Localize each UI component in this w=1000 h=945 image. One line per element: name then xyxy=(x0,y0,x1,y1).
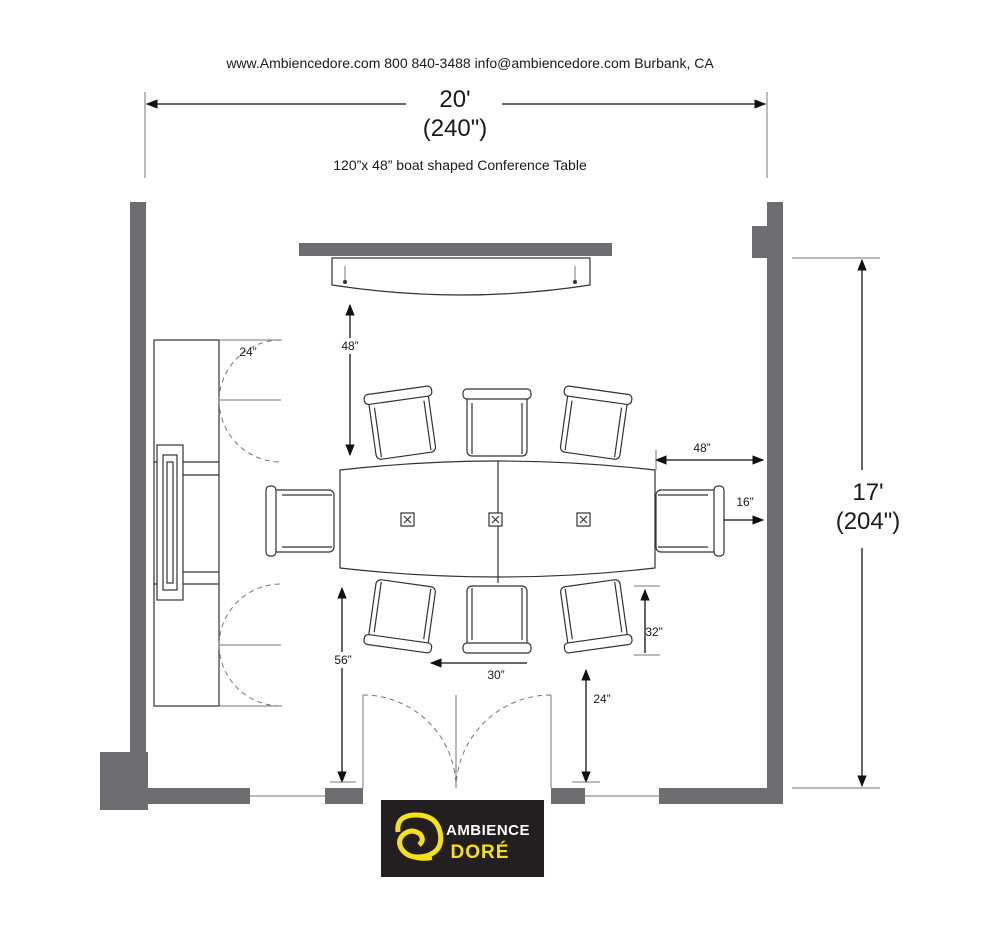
double-door xyxy=(362,694,552,789)
height-in-label: (204") xyxy=(836,508,901,535)
height-ft-label: 17' xyxy=(852,479,883,506)
chair-width-dim: 30” xyxy=(429,658,527,682)
nautilus-shell-icon xyxy=(395,812,444,861)
power-port-icon xyxy=(576,512,591,527)
chair xyxy=(462,388,532,457)
end-chair-clearance-label: 16” xyxy=(736,495,753,509)
conference-table xyxy=(339,460,656,583)
width-in-label: (240") xyxy=(423,115,488,142)
bottom-left-clearance-label: 56” xyxy=(334,653,351,667)
height-dimension: 17' (204") xyxy=(792,257,901,789)
top-clearance-label: 48” xyxy=(341,339,358,353)
chair xyxy=(462,585,532,654)
chair xyxy=(560,579,633,654)
credenza-door-dim: 24” xyxy=(239,345,256,359)
chair xyxy=(559,385,633,460)
bottom-right-clearance-label: 24” xyxy=(593,692,610,706)
chair xyxy=(363,579,436,654)
contact-line: www.Ambiencedore.com 800 840-3488 info@a… xyxy=(225,55,714,71)
logo-text-line2: DORÉ xyxy=(451,841,510,863)
right-clearance-label: 48” xyxy=(693,441,710,455)
chair-depth-dim: 32” xyxy=(634,585,663,656)
power-port-icon xyxy=(488,512,503,527)
credenza: 24” xyxy=(153,339,282,707)
table-caption: 120”x 48” boat shaped Conference Table xyxy=(333,157,587,173)
top-clearance-dim: 48” xyxy=(336,303,366,457)
chair xyxy=(265,485,335,557)
power-port-icon xyxy=(400,512,415,527)
ambience-dore-logo: AMBIENCE DORÉ xyxy=(381,800,544,877)
chair-depth-label: 32” xyxy=(645,625,662,639)
wall-display xyxy=(299,243,612,296)
width-dimension: 20' (240") xyxy=(144,86,768,178)
logo-text-line1: AMBIENCE xyxy=(446,822,530,839)
width-ft-label: 20' xyxy=(439,86,470,113)
bottom-left-clearance-dim: 56” xyxy=(328,586,358,784)
chair xyxy=(363,385,437,460)
end-chair-clearance-dim: 16” xyxy=(724,495,765,525)
room-walls xyxy=(100,202,783,810)
right-clearance-dim: 48” xyxy=(654,441,765,470)
chair xyxy=(655,485,725,557)
chair-width-label: 30” xyxy=(487,668,504,682)
bottom-right-clearance-dim: 24” xyxy=(572,668,611,784)
